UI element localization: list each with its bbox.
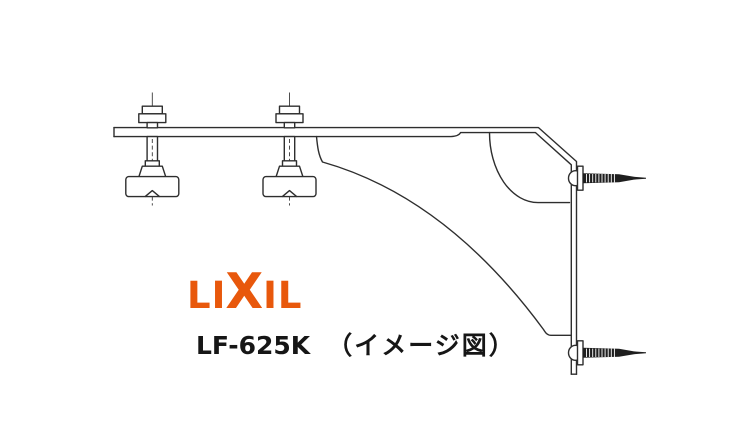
corner-fillet-arc	[488, 131, 571, 204]
bracket-inner-edge	[113, 131, 572, 375]
logo-letter: L	[277, 274, 303, 317]
caption: LF-625K （イメージ図）	[196, 326, 516, 362]
bracket-outer-edge	[113, 126, 578, 375]
image-note: （イメージ図）	[327, 331, 516, 360]
brace-curve	[315, 135, 572, 336]
bracket-outline	[113, 126, 578, 375]
logo-letter: L	[187, 274, 212, 317]
logo-letter: I	[211, 274, 227, 317]
model-number: LF-625K	[196, 331, 311, 360]
wood-screw-top	[567, 165, 647, 191]
hanger-bolt-left	[125, 91, 180, 207]
logo-letter-x: X	[225, 263, 265, 320]
logo-letter: I	[263, 274, 278, 317]
lixil-logo: LIXIL	[187, 266, 303, 317]
wood-screw-bottom	[567, 340, 647, 366]
hanger-bolt-right	[262, 91, 317, 207]
